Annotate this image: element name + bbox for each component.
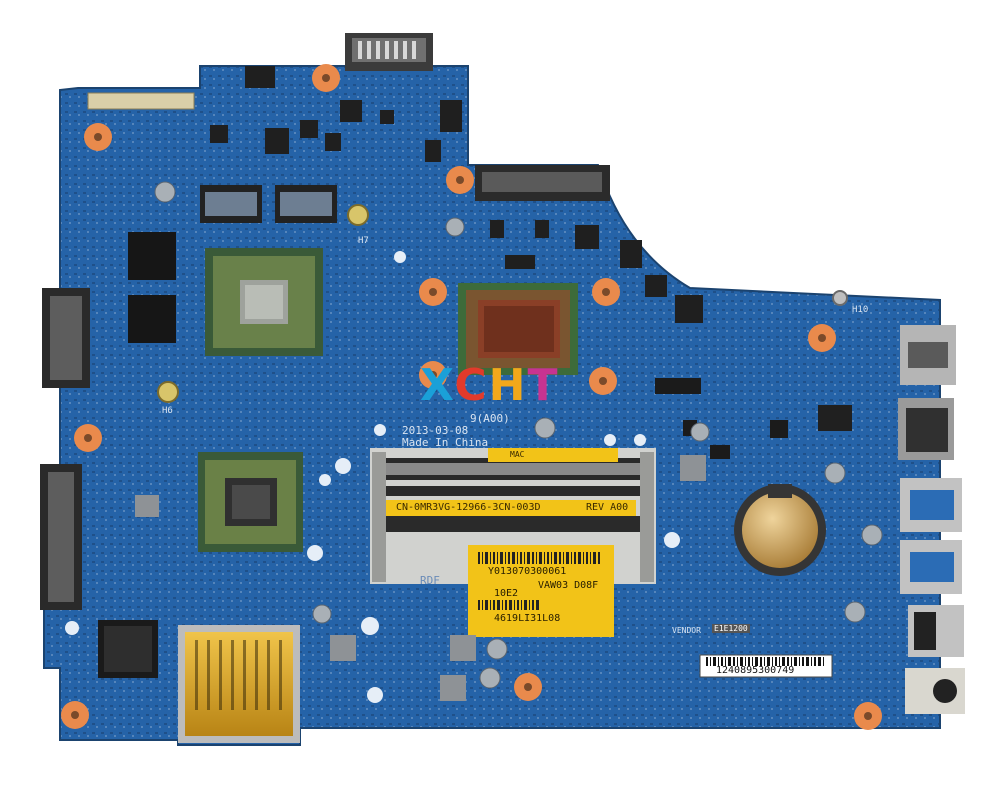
cmos-battery [734, 484, 826, 576]
ffc-connectors [200, 185, 337, 223]
silkscreen-h7: H7 [358, 236, 369, 246]
cpu-chip [458, 283, 578, 375]
silkscreen-marks [65, 251, 680, 703]
top-components [210, 66, 703, 323]
watermark-letter-t: T [527, 360, 560, 411]
sata-connectors [40, 288, 90, 610]
watermark-letter-x: X [420, 360, 455, 411]
gpu-chip [205, 248, 323, 356]
sticker-line3: 10E2 [494, 588, 519, 599]
mounting-holes [71, 74, 872, 720]
capacitors [154, 181, 883, 689]
sd-card-slot [178, 625, 300, 743]
sticker-line1: Y013070300061 [488, 566, 567, 577]
sticker-line2: VAW03 D08F [538, 580, 599, 591]
mac-label: MAC [510, 450, 525, 459]
io-ports [898, 325, 965, 714]
standoffs [157, 204, 848, 403]
silkscreen-h6: H6 [162, 406, 173, 416]
serial-barcode [706, 657, 824, 666]
inductors [135, 455, 706, 701]
serial-number: 1240895300749 [716, 665, 795, 676]
rev-label: REV A00 [586, 502, 629, 513]
vendor-label: VENDOR [672, 626, 701, 635]
ppid-label: CN-0MR3VG-12966-3CN-003D [396, 502, 541, 513]
watermark-letter-c: C [454, 360, 489, 411]
watermark-logo: XCHT [420, 364, 560, 408]
right-components [655, 378, 852, 459]
sticker-line4: 4619LI31L08 [494, 613, 561, 624]
watermark-letter-h: H [488, 360, 528, 411]
sticker-barcode [478, 552, 600, 610]
date-code: 2013-03-08 [402, 424, 469, 437]
chipset-chip [198, 452, 303, 552]
display-connector [87, 92, 195, 110]
sodimm-slot [370, 448, 656, 584]
battery-connector [345, 33, 433, 71]
vendor-code: E1E1200 [712, 624, 750, 633]
vram-chips [128, 232, 176, 343]
silkscreen-h10: H10 [852, 305, 869, 315]
made-in-label: Made In China [402, 436, 489, 449]
reader-controller-chip [98, 620, 158, 678]
silkscreen-rdf: RDF [420, 574, 440, 587]
rev-code: 9(A00) [470, 412, 510, 425]
